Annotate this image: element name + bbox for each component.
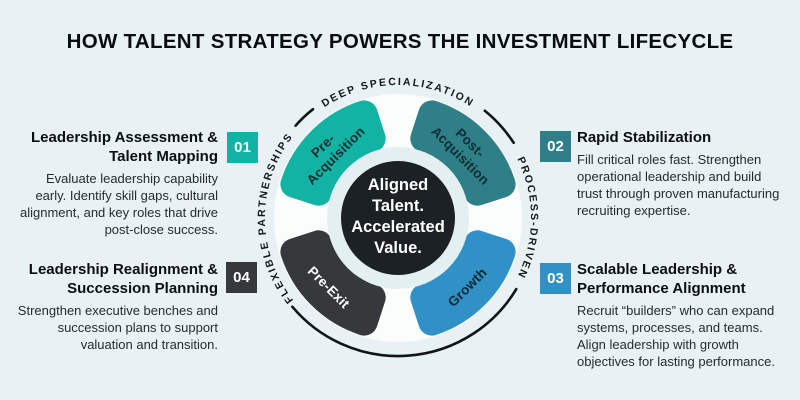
item-number-badge: 04 [226, 262, 257, 293]
item-heading: Scalable Leadership & Performance Alignm… [577, 261, 746, 297]
item-heading: Leadership Assessment & Talent Mapping [30, 129, 218, 165]
quadrant-growth [410, 230, 516, 336]
item-body: Fill critical roles fast. Strengthen ope… [577, 152, 780, 218]
item-heading: Rapid Stabilization [577, 129, 712, 146]
center-hub-circle [341, 161, 455, 275]
outer-arc-segment-bottom [291, 287, 518, 358]
item-text-block: Leadership Assessment & Talent Mapping E… [16, 128, 218, 238]
center-line: Talent. [372, 197, 424, 215]
quadrant-pre-acquisition [280, 100, 386, 206]
item-number-badge: 03 [540, 263, 571, 294]
quadrant-post-acquisition [410, 100, 516, 206]
outer-arc-segment-upper-left [294, 107, 315, 127]
item-text-block: Rapid Stabilization Fill critical roles … [577, 128, 783, 219]
item-body: Strengthen executive benches and success… [17, 303, 218, 352]
center-line: Value. [374, 239, 422, 257]
quadrant-pre-exit [280, 230, 386, 336]
center-hub-message: Aligned Talent. Accelerated Value. [318, 175, 478, 259]
item-number-badge: 02 [540, 131, 571, 162]
item-number-badge: 01 [227, 132, 258, 163]
center-line: Aligned [367, 176, 429, 194]
outer-arc-segment-upper-right [483, 109, 515, 145]
page-title: HOW TALENT STRATEGY POWERS THE INVESTMEN… [66, 30, 734, 53]
item-heading: Leadership Realignment & Succession Plan… [28, 261, 218, 297]
item-text-block: Scalable Leadership & Performance Alignm… [577, 260, 789, 370]
item-body: Recruit “builders” who can expand system… [577, 303, 775, 369]
item-text-block: Leadership Realignment & Succession Plan… [14, 260, 218, 353]
center-line: Accelerated [351, 218, 445, 236]
item-body: Evaluate leadership capability early. Id… [20, 171, 218, 237]
